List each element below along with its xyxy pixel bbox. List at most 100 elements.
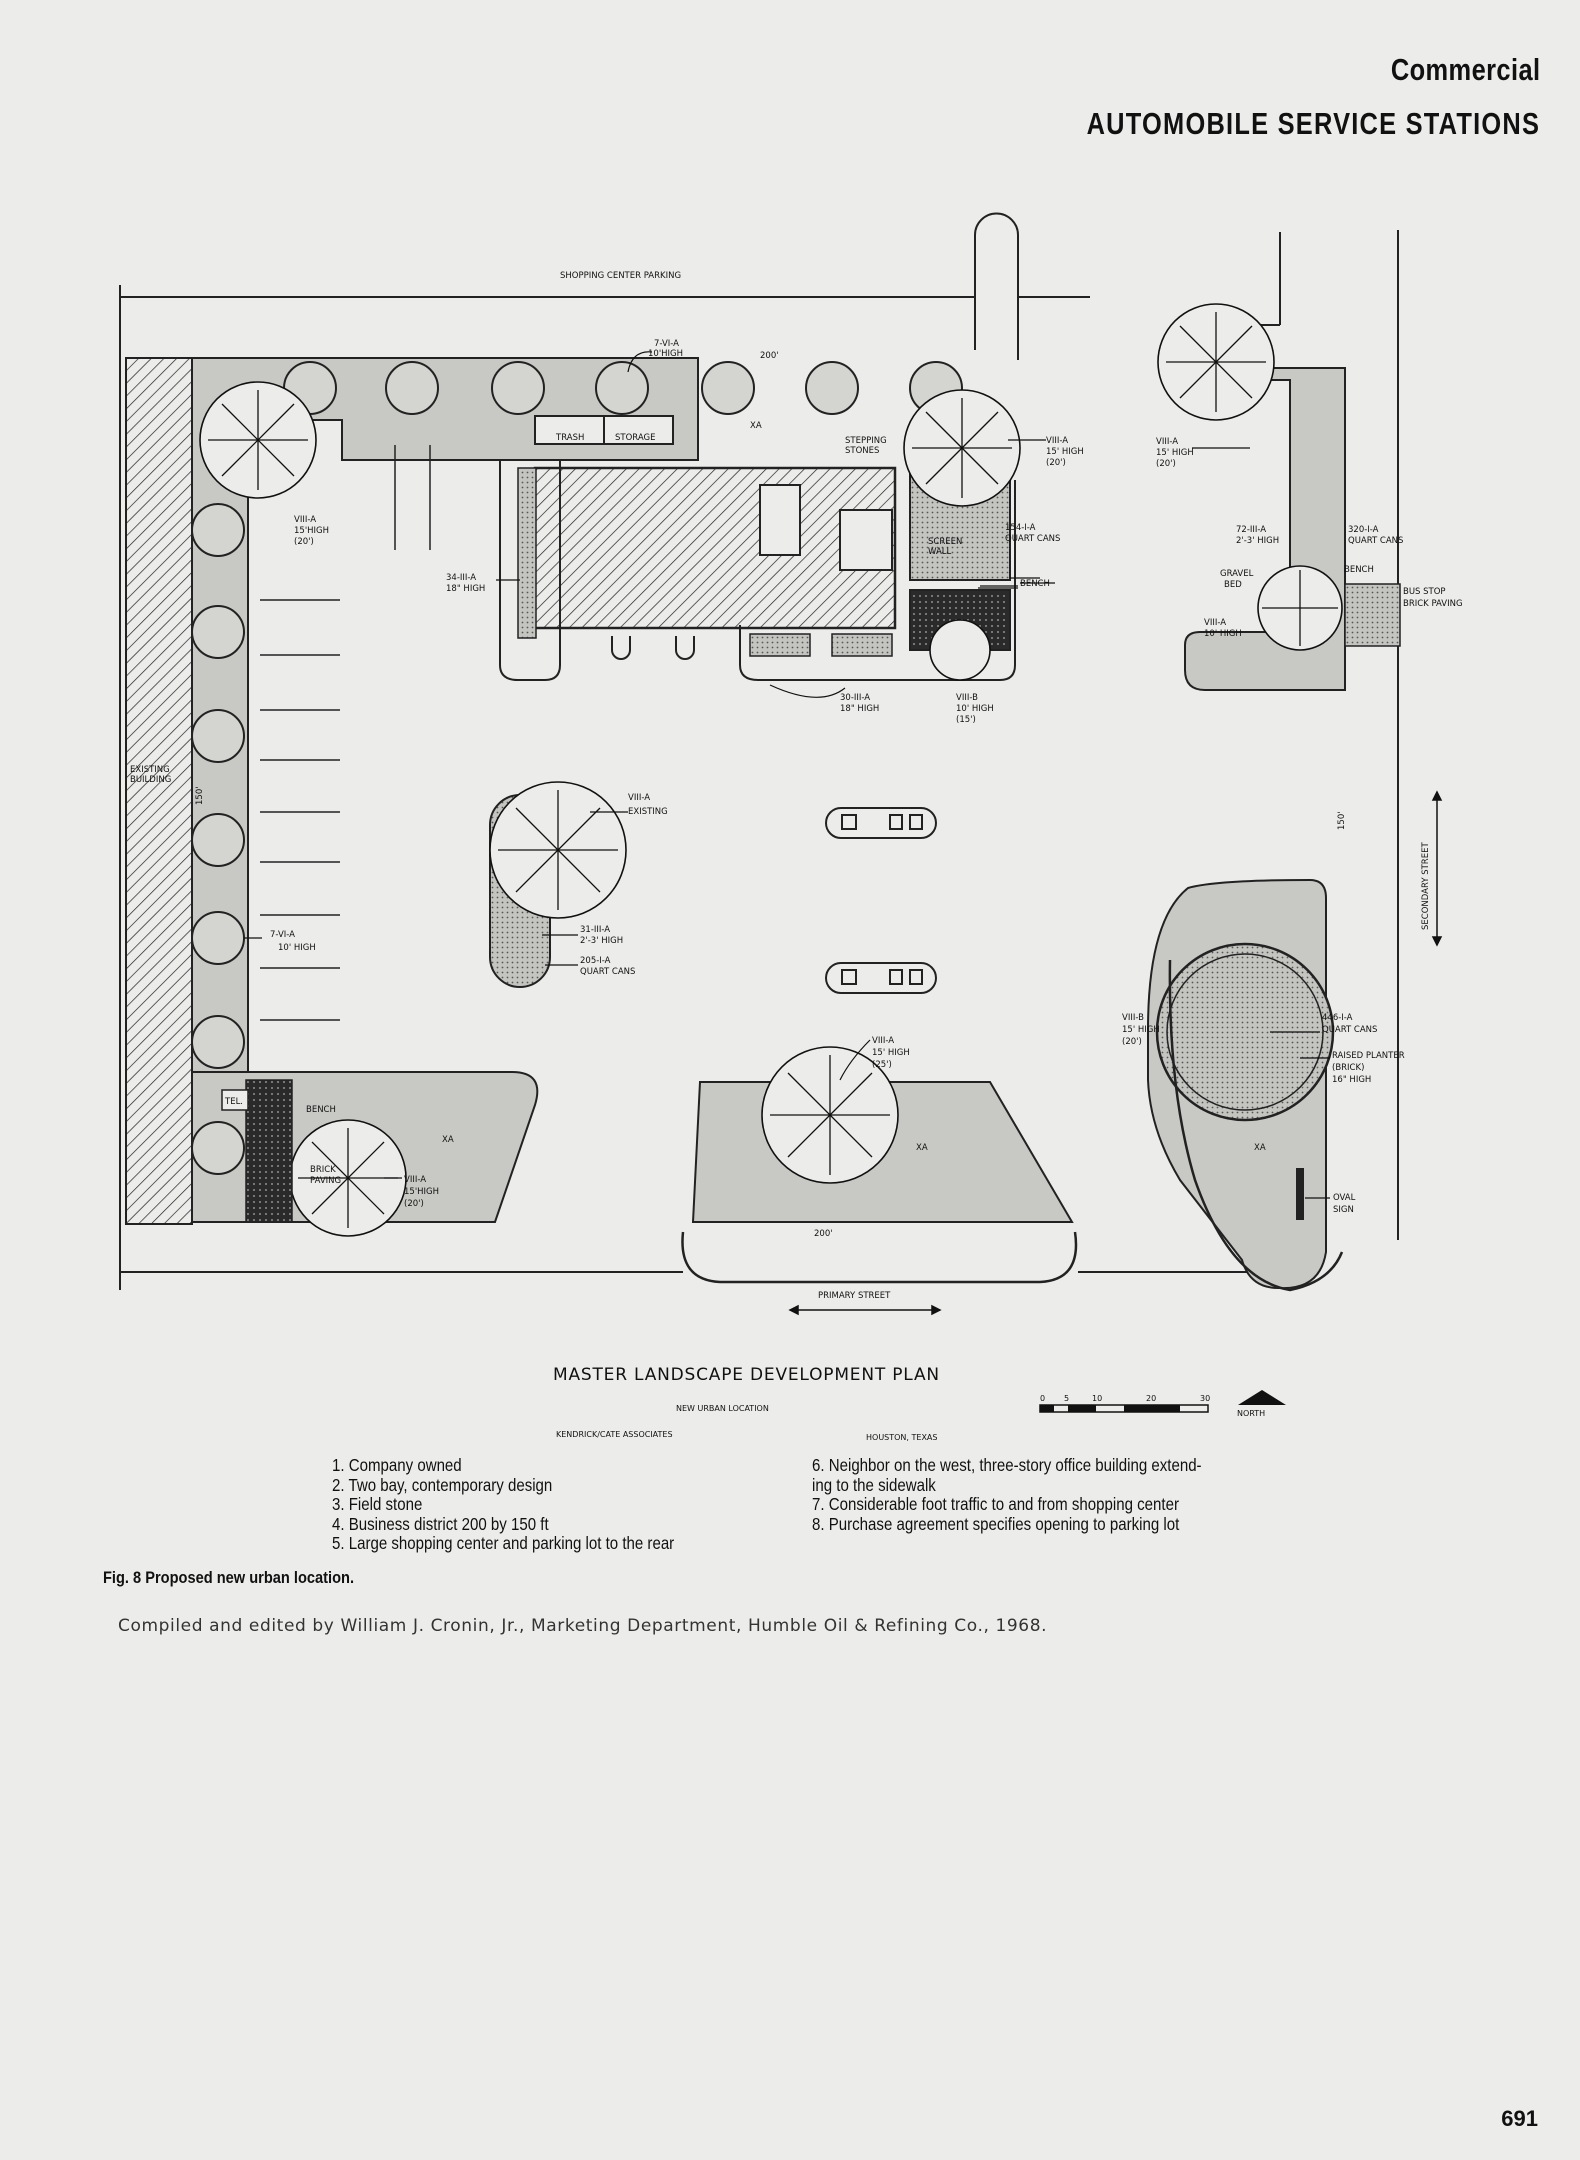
label-dim-bottom: 200' [814, 1229, 833, 1239]
label-se-planter-1: RAISED PLANTER [1332, 1051, 1405, 1061]
label-bench-sw: BENCH [306, 1105, 336, 1115]
label-dim-left: 150' [195, 786, 205, 805]
label-island-205-1: 205-I-A [580, 956, 611, 966]
label-bus-stop-2: BRICK PAVING [1403, 599, 1463, 609]
label-nw-tree-3: (20') [294, 537, 314, 547]
label-xa-sw: XA [442, 1135, 454, 1145]
label-island-tree-2: EXISTING [628, 807, 668, 817]
page-number: 691 [1501, 2106, 1538, 2131]
label-tel: TEL. [224, 1097, 243, 1107]
label-se-tree-3: (20') [1122, 1037, 1142, 1047]
notes-right: 6. Neighbor on the west, three-story off… [812, 1455, 1202, 1534]
note-item: 2. Two bay, contemporary design [332, 1474, 553, 1495]
label-storage: STORAGE [615, 433, 655, 443]
label-bus-bench: BENCH [1344, 565, 1374, 575]
label-dim-right: 150' [1337, 811, 1347, 830]
note-item: 1. Company owned [332, 1455, 462, 1475]
label-dim-top: 200' [760, 351, 779, 361]
station-building [499, 415, 1016, 681]
street-curbs [681, 959, 1344, 1292]
label-island-205-2: QUART CANS [580, 967, 635, 977]
label-cans-154-2: QUART CANS [1005, 534, 1060, 544]
note-item: 7. Considerable foot traffic to and from… [812, 1494, 1179, 1514]
label-xa-center: XA [916, 1143, 928, 1153]
label-gravel-1: GRAVEL [1220, 569, 1254, 579]
label-island-tree-1: VIII-A [628, 793, 650, 803]
label-sw-tree-1: VIII-A [404, 1175, 426, 1185]
bus-stop-paving [1344, 583, 1401, 647]
label-se-tree-1: VIII-B [1122, 1013, 1144, 1023]
label-nw-tree-1: VIII-A [294, 515, 316, 525]
label-left-tree-1: 7-VI-A [270, 930, 295, 940]
label-bus-hedge-1: 72-III-A [1236, 525, 1266, 535]
label-xa-se: XA [1254, 1143, 1266, 1153]
label-sw-tree-2: 15'HIGH [404, 1187, 439, 1197]
label-se-planter-3: 16" HIGH [1332, 1075, 1371, 1085]
label-hedge-30-2: 18" HIGH [840, 704, 879, 714]
label-trash: TRASH [555, 433, 584, 443]
scale-label-0: 0 [1040, 1394, 1045, 1403]
label-bus-cans-1: 320-I-A [1348, 525, 1379, 535]
label-brick-2: PAVING [310, 1176, 341, 1186]
pump-islands [825, 807, 937, 994]
page-title: AUTOMOBILE SERVICE STATIONS [1086, 106, 1540, 141]
label-bus-tree-2: 15' HIGH [1156, 448, 1194, 458]
label-ne-tree-1: VIII-A [1046, 436, 1068, 446]
plan-subtitle: NEW URBAN LOCATION [676, 1404, 769, 1413]
label-oval-sign-2: SIGN [1333, 1205, 1354, 1215]
label-hedge-34-1: 34-III-A [446, 573, 476, 583]
label-existing-bldg-2: BUILDING [130, 775, 171, 785]
label-island-31-2: 2'-3' HIGH [580, 936, 623, 946]
label-bus-stop-1: BUS STOP [1403, 587, 1446, 597]
notes-left: 1. Company owned 2. Two bay, contemporar… [332, 1455, 675, 1554]
label-hedge-30-1: 30-III-A [840, 693, 870, 703]
label-se-tree-2: 15' HIGH [1122, 1025, 1160, 1035]
label-bus-tree-3: (20') [1156, 459, 1176, 469]
scale-bar [1039, 1404, 1209, 1413]
label-screen-wall-2: WALL [928, 547, 951, 557]
plan-labels: SHOPPING CENTER PARKING 200' 200' 150' 1… [130, 271, 1463, 1301]
label-bench-bldg: BENCH [1020, 579, 1050, 589]
site-plan-drawing: SHOPPING CENTER PARKING 200' 200' 150' 1… [119, 212, 1463, 1442]
parking-stalls [260, 445, 431, 1021]
north-arrow [1238, 1390, 1286, 1405]
tree-row [191, 361, 963, 1175]
label-bus-tree2-1: VIII-A [1204, 618, 1226, 628]
sw-brick-paving [245, 1079, 293, 1223]
label-oval-sign-1: OVAL [1333, 1193, 1356, 1203]
north-label: NORTH [1237, 1409, 1265, 1418]
label-left-tree-2: 10' HIGH [278, 943, 316, 953]
scale-label-30: 30 [1200, 1394, 1210, 1403]
label-ne-tree-2: 15' HIGH [1046, 447, 1084, 457]
scale-label-20: 20 [1146, 1394, 1156, 1403]
label-viiib-3: (15') [956, 715, 976, 725]
label-cans-154-1: 154-I-A [1005, 523, 1036, 533]
label-sw-tree-3: (20') [404, 1199, 424, 1209]
label-screen-wall-1: SCREEN [928, 537, 962, 547]
label-stepping-2: STONES [845, 446, 879, 456]
label-bus-tree-1: VIII-A [1156, 437, 1178, 447]
tree-branches [208, 312, 1338, 1228]
tel-box [221, 1089, 249, 1111]
label-se-cans-1: 446-I-A [1322, 1013, 1353, 1023]
label-ne-tree-3: (20') [1046, 458, 1066, 468]
label-shopping-parking: SHOPPING CENTER PARKING [560, 271, 681, 281]
label-existing-bldg-1: EXISTING [130, 765, 170, 775]
note-item: 6. Neighbor on the west, three-story off… [812, 1455, 1202, 1475]
label-7via-top-h: 10'HIGH [648, 349, 683, 359]
label-gravel-2: BED [1224, 580, 1242, 590]
street-arrows [788, 790, 1443, 1316]
note-item: 8. Purchase agreement specifies opening … [812, 1513, 1180, 1534]
existing-building [125, 357, 193, 1225]
label-primary-street: PRIMARY STREET [818, 1291, 891, 1301]
label-bus-tree2-2: 10' HIGH [1204, 629, 1242, 639]
figure-caption: Fig. 8 Proposed new urban location. [103, 1568, 355, 1587]
plan-title-block: MASTER LANDSCAPE DEVELOPMENT PLAN NEW UR… [553, 1365, 1265, 1442]
note-item: 5. Large shopping center and parking lot… [332, 1533, 675, 1553]
label-viiib-1: VIII-B [956, 693, 978, 703]
scale-label-10: 10 [1092, 1394, 1102, 1403]
label-se-planter-2: (BRICK) [1332, 1063, 1364, 1073]
label-brick-1: BRICK [310, 1165, 336, 1175]
scale-label-5: 5 [1064, 1394, 1069, 1403]
plan-firm: KENDRICK/CATE ASSOCIATES [556, 1430, 673, 1439]
